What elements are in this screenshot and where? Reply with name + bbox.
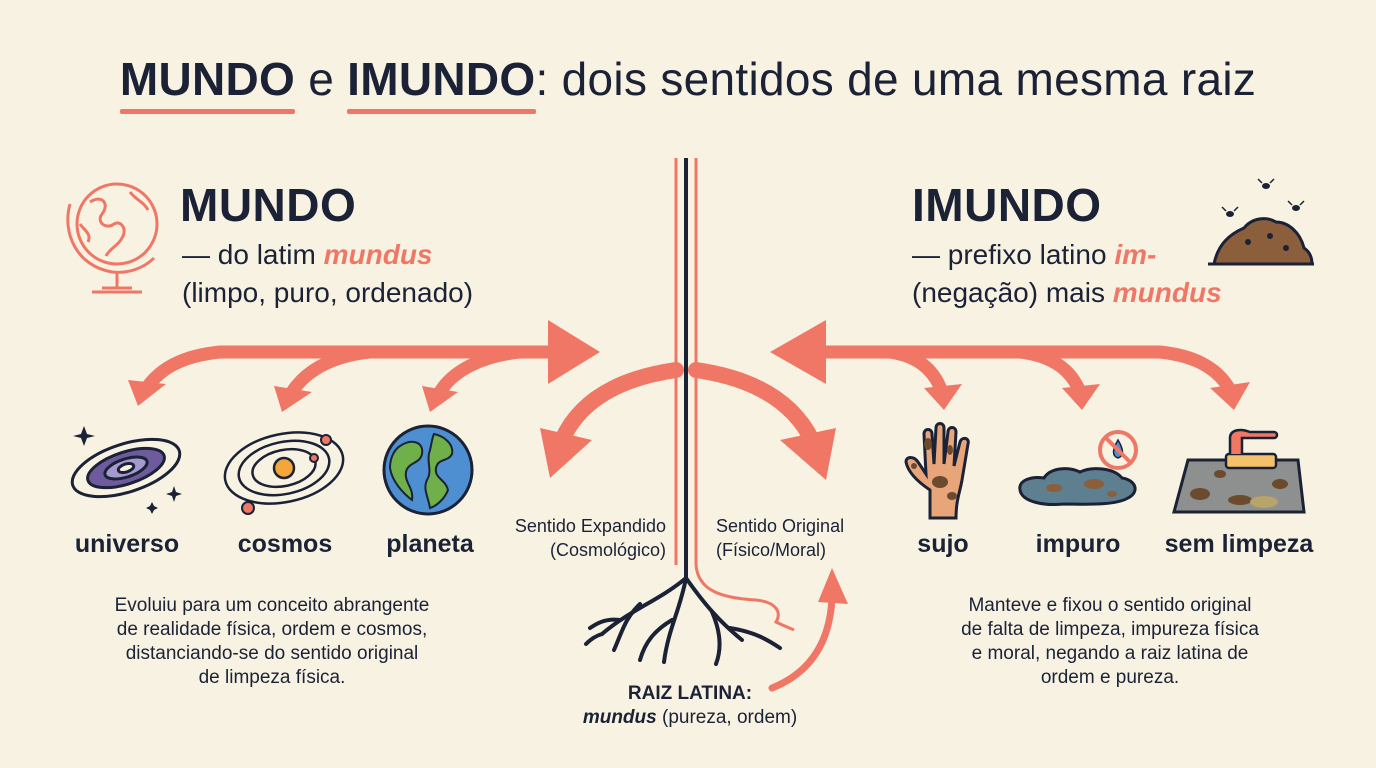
imundo-heading: IMUNDO	[912, 179, 1102, 231]
label-universo: universo	[74, 530, 180, 558]
left-trunk-arrow	[540, 362, 684, 478]
imundo-prefix-accent: im-	[1114, 239, 1157, 270]
imundo-description-line: ordem e pureza.	[1040, 667, 1180, 688]
right-trunk-arrow	[688, 362, 836, 480]
page-title: MUNDO e IMUNDO: dois sentidos de uma mes…	[0, 52, 1376, 114]
spill-icon	[1018, 430, 1138, 506]
imundo-prefix-text: — prefixo latino	[912, 239, 1115, 270]
mundo-description-line: distanciando-se do sentido original	[125, 643, 419, 664]
title-rest: : dois sentidos de uma mesma raiz	[535, 53, 1257, 105]
title-mundo: MUNDO	[119, 53, 296, 114]
earth-icon	[382, 424, 474, 516]
label-planeta: planeta	[386, 530, 474, 558]
title-imundo: IMUNDO	[347, 53, 536, 114]
dirt-pile-icon	[1208, 178, 1314, 266]
left-branch-arrows	[141, 345, 567, 399]
mundo-description-line: de realidade física, ordem e cosmos,	[116, 619, 428, 640]
imundo-description: Manteve e fixou o sentido original de fa…	[910, 594, 1310, 690]
imundo-description-line: e moral, negando a raiz latina de	[971, 643, 1249, 664]
mundo-origin-prefix: — do latim	[182, 239, 324, 270]
root-caption-rest: (pureza, ordem)	[656, 707, 798, 728]
sense-expanded-type: (Cosmológico)	[549, 540, 666, 560]
root-caption: RAIZ LATINA: mundus (pureza, ordem)	[540, 682, 840, 730]
mundo-meaning-line: (limpo, puro, ordenado)	[182, 277, 474, 308]
mundo-description: Evoluiu para um conceito abrangente de r…	[72, 594, 472, 690]
solar-system-icon	[223, 431, 345, 515]
dirty-floor-brush-icon	[1172, 428, 1306, 514]
galaxy-icon	[70, 426, 182, 514]
trunk-line	[674, 158, 795, 632]
right-branch-arrows	[809, 345, 1237, 399]
imundo-meaning-line: (negação) mais mundus	[912, 274, 1222, 311]
sense-original-type: (Físico/Moral)	[716, 540, 827, 560]
imundo-description-line: de falta de limpeza, impureza física	[961, 619, 1259, 640]
sense-original: Sentido Original (Físico/Moral)	[716, 514, 844, 562]
label-sem-limpeza: sem limpeza	[1164, 530, 1314, 558]
mundo-heading: MUNDO	[180, 179, 357, 231]
sense-expanded: Sentido Expandido (Cosmológico)	[490, 514, 666, 562]
label-impuro: impuro	[1035, 530, 1121, 558]
mundo-description-line: de limpeza física.	[198, 667, 346, 688]
dirty-hand-icon	[904, 422, 970, 520]
root-up-arrow	[768, 568, 848, 692]
root-caption-accent: mundus	[582, 707, 657, 728]
imundo-meaning-text: (negação) mais	[912, 277, 1113, 308]
root-caption-meaning: mundus (pureza, ordem)	[540, 706, 840, 730]
mundo-origin-accent: mundus	[323, 239, 433, 270]
mundo-origin-line: — do latim mundus	[182, 236, 433, 273]
root-caption-title: RAIZ LATINA:	[627, 683, 753, 704]
imundo-meaning-accent: mundus	[1112, 277, 1222, 308]
sense-original-title: Sentido Original	[716, 516, 845, 536]
imundo-prefix-line: — prefixo latino im-	[912, 236, 1156, 273]
sense-expanded-title: Sentido Expandido	[514, 516, 666, 536]
label-cosmos: cosmos	[237, 530, 333, 558]
mundo-description-line: Evoluiu para um conceito abrangente	[114, 595, 430, 616]
roots-icon	[584, 576, 782, 666]
label-sujo: sujo	[917, 530, 969, 558]
title-connector: e	[295, 53, 348, 105]
globe-icon	[66, 182, 159, 294]
imundo-description-line: Manteve e fixou o sentido original	[968, 595, 1252, 616]
right-branch-arrowheads	[770, 320, 1250, 410]
left-branch-arrowheads	[128, 320, 600, 412]
